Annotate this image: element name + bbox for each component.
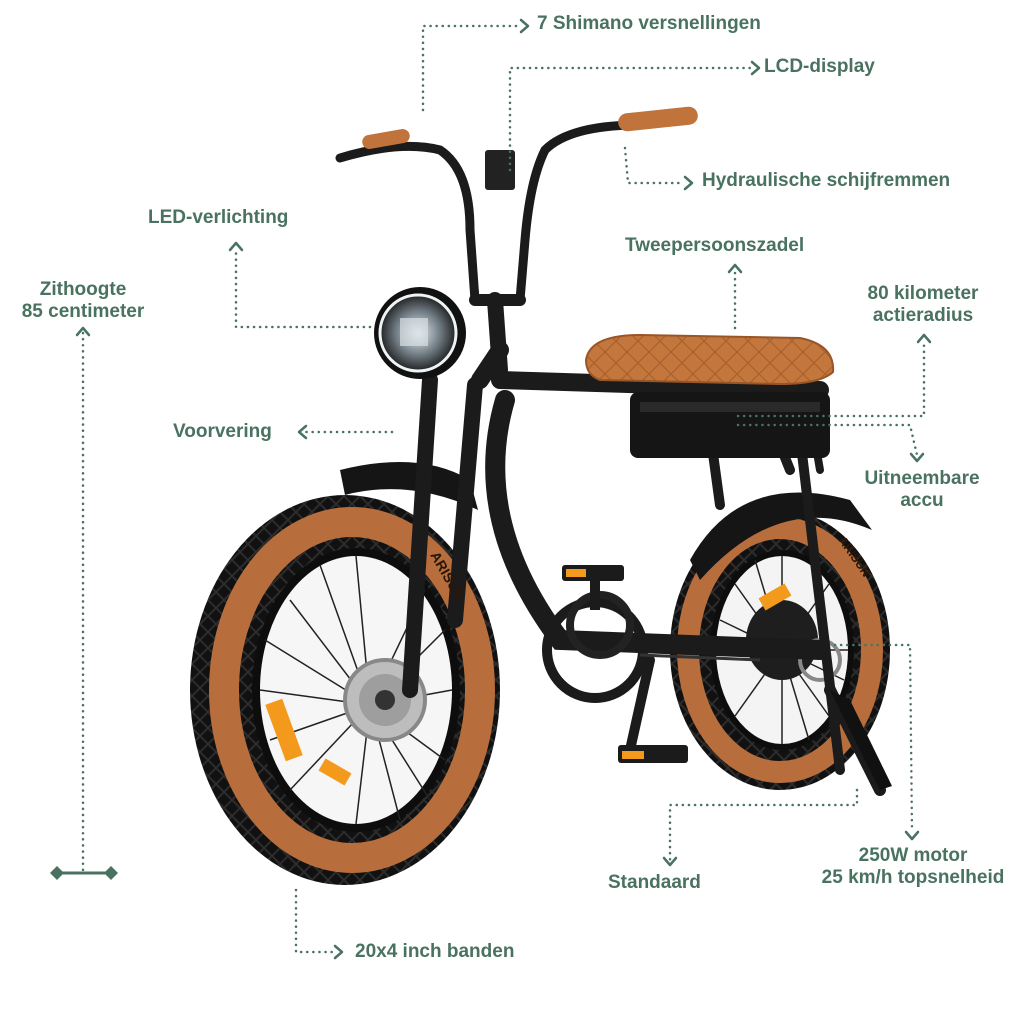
lcd-display [485, 150, 515, 190]
label-battery-line1: Uitneembare [864, 468, 980, 489]
label-range: 80 kilometer actieradius [848, 283, 998, 327]
rear-fender [690, 492, 872, 580]
front-fender [340, 462, 478, 510]
label-led-lighting: LED-verlichting [148, 207, 289, 228]
seat-height-base-marker [50, 866, 118, 880]
label-lcd-display: LCD-display [764, 56, 875, 77]
label-motor-line1: 250W motor [858, 845, 968, 866]
label-stand: Standaard [608, 872, 701, 893]
label-suspension: Voorvering [173, 421, 272, 442]
left-grip [362, 129, 410, 149]
label-battery-line2: accu [900, 490, 944, 511]
label-battery: Uitneembare accu [846, 468, 998, 512]
label-seat-height: Zithoogte 85 centimeter [9, 279, 157, 323]
label-hydraulic-brakes: Hydraulische schijfremmen [702, 170, 951, 191]
right-grip [618, 106, 698, 132]
label-range-line2: actieradius [872, 305, 974, 326]
label-motor-line2: 25 km/h topsnelheid [821, 867, 1005, 888]
handlebar [335, 120, 645, 378]
callout-arrowheads [75, 18, 932, 960]
callout-lines [81, 24, 926, 954]
saddle [584, 333, 835, 386]
label-seat-height-line1: Zithoogte [39, 279, 127, 300]
headlight [374, 287, 466, 379]
label-tires: 20x4 inch banden [355, 941, 515, 962]
label-range-line1: 80 kilometer [867, 283, 979, 304]
kickstand [830, 690, 892, 790]
label-gears: 7 Shimano versnellingen [537, 13, 761, 34]
drivetrain [542, 565, 761, 763]
label-seat-height-line2: 85 centimeter [21, 301, 145, 322]
label-saddle: Tweepersoonszadel [625, 235, 805, 256]
label-motor: 250W motor 25 km/h topsnelheid [800, 845, 1024, 889]
